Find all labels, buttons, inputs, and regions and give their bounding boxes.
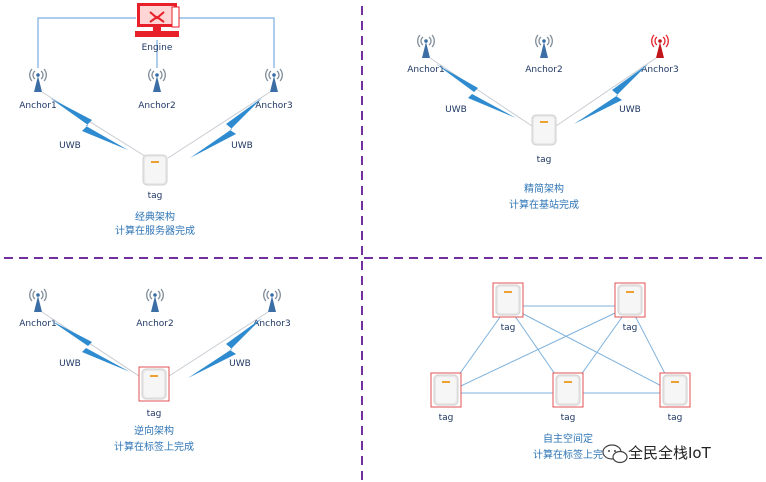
panel-simple: Anchor1 Anchor2 Anchor3 UWB UWB tag 精简架构… <box>407 34 679 211</box>
uwb-lightning-icon <box>190 98 262 158</box>
signal-link <box>41 91 149 159</box>
uwb-label: UWB <box>445 105 467 115</box>
caption-subtitle: 计算在基站完成 <box>509 198 579 211</box>
signal-link <box>167 91 271 159</box>
uwb-lightning-icon <box>50 320 130 372</box>
engine-server-icon <box>135 3 180 37</box>
tag-device-icon <box>138 366 170 402</box>
antenna-icon <box>29 68 47 93</box>
antenna-icon <box>148 68 166 93</box>
caption-title: 精简架构 <box>524 182 564 195</box>
anchor2-label: Anchor2 <box>525 65 562 75</box>
engine-label: Engine <box>142 43 173 53</box>
uwb-lightning-icon <box>574 64 648 124</box>
tag-label: tag <box>148 191 163 201</box>
caption-subtitle: 计算在标签上完 <box>533 448 603 461</box>
tag-label: tag <box>623 323 638 333</box>
caption-subtitle: 计算在标签上完成 <box>114 440 194 453</box>
tag-label: tag <box>439 413 454 423</box>
uwb-label: UWB <box>619 105 641 115</box>
tag-device-icon <box>142 154 168 186</box>
tag-device-icon <box>531 114 557 146</box>
anchor2-label: Anchor2 <box>138 101 175 111</box>
uwb-label: UWB <box>59 141 81 151</box>
anchor3-label: Anchor3 <box>255 101 292 111</box>
tag-label: tag <box>668 413 683 423</box>
caption-subtitle: 计算在服务器完成 <box>115 224 195 237</box>
signal-link <box>555 57 657 127</box>
tag-label: tag <box>537 155 552 165</box>
engine-wire-anchor1 <box>37 17 136 68</box>
caption-title: 自主空间定 <box>543 432 593 445</box>
antenna-red-icon <box>651 34 669 59</box>
anchor3-label: Anchor3 <box>641 65 678 75</box>
engine-wire-anchor3 <box>178 17 275 68</box>
antenna-icon <box>535 34 553 59</box>
tag-device-icon <box>614 282 646 318</box>
anchor3-label: Anchor3 <box>253 319 290 329</box>
panel-reverse: Anchor1 Anchor2 Anchor3 UWB UWB tag 逆向架构… <box>19 288 291 453</box>
antenna-icon <box>263 288 281 313</box>
anchor1-label: Anchor1 <box>19 101 56 111</box>
uwb-label: UWB <box>229 359 251 369</box>
wechat-watermark-icon <box>602 444 628 464</box>
tag-device-icon <box>659 372 691 408</box>
tag-label: tag <box>147 409 162 419</box>
panel-classic: Engine Anchor1 Anchor2 Anchor3 UWB UWB t… <box>19 3 293 237</box>
anchor2-label: Anchor2 <box>136 319 173 329</box>
signal-link <box>41 311 143 379</box>
caption-title: 逆向架构 <box>134 424 174 437</box>
uwb-lightning-icon <box>188 318 262 378</box>
antenna-icon <box>29 288 47 313</box>
signal-link <box>165 311 269 379</box>
watermark-text: 全民全栈IoT <box>628 444 712 462</box>
uwb-label: UWB <box>231 141 253 151</box>
signal-link <box>429 57 533 127</box>
caption-title: 经典架构 <box>135 210 175 223</box>
tag-device-icon <box>492 282 524 318</box>
uwb-lightning-icon <box>50 98 128 150</box>
antenna-icon <box>265 68 283 93</box>
antenna-icon <box>417 34 435 59</box>
anchor1-label: Anchor1 <box>19 319 56 329</box>
uwb-label: UWB <box>59 359 81 369</box>
antenna-icon <box>146 288 164 313</box>
tag-device-icon <box>430 372 462 408</box>
anchor1-label: Anchor1 <box>407 65 444 75</box>
panel-autonomous: tag tag tag tag tag 自主空间定 计算在标签上完 全民全栈Io… <box>430 282 712 464</box>
uwb-lightning-icon <box>436 64 516 118</box>
tag-device-icon <box>552 372 584 408</box>
tag-label: tag <box>561 413 576 423</box>
tag-label: tag <box>501 323 516 333</box>
